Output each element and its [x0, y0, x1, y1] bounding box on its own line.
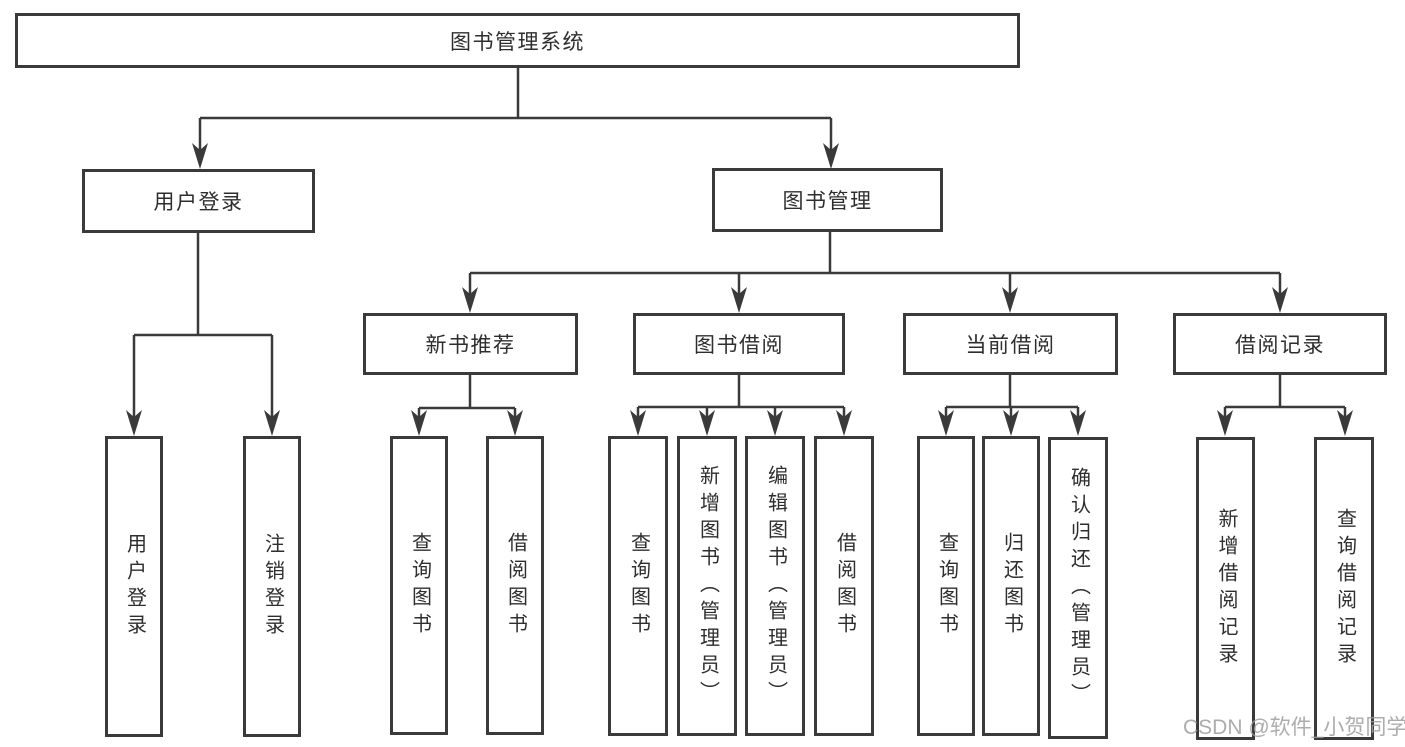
node-current-borrowing-label: 当前借阅	[965, 334, 1056, 357]
leaf-add-books-admin: 新增图书（管理员）	[677, 436, 737, 736]
leaf-borrow-books-recommend: 借阅图书	[486, 436, 544, 735]
leaf-return-books: 归还图书	[982, 436, 1040, 736]
node-library-system-label: 图书管理系统	[450, 30, 585, 54]
leaf-add-borrow-record-label: 新增借阅记录	[1215, 507, 1237, 670]
node-book-management: 图书管理	[712, 168, 943, 232]
leaf-query-books-borrowing: 查询图书	[608, 436, 668, 736]
leaf-borrow-books-recommend-label: 借阅图书	[504, 531, 527, 640]
leaf-add-books-admin-label: 新增图书（管理员）	[696, 464, 719, 708]
watermark-csdn: CSDN @软件_小贺同学	[1183, 716, 1405, 739]
leaf-confirm-return-admin: 确认归还（管理员）	[1048, 437, 1108, 739]
node-borrowing-records: 借阅记录	[1173, 313, 1387, 375]
leaf-query-borrow-record: 查询借阅记录	[1314, 437, 1374, 740]
node-current-borrowing: 当前借阅	[903, 313, 1118, 375]
leaf-query-books-current: 查询图书	[917, 436, 975, 736]
node-user-login-label: 用户登录	[153, 191, 244, 214]
leaf-logout-label: 注销登录	[261, 532, 284, 641]
node-library-system: 图书管理系统	[15, 13, 1020, 68]
leaf-edit-books-admin-label: 编辑图书（管理员）	[764, 464, 787, 708]
leaf-query-books-current-label: 查询图书	[935, 532, 958, 640]
leaf-query-books-recommend: 查询图书	[390, 436, 448, 735]
node-book-borrowing: 图书借阅	[633, 313, 845, 375]
leaf-query-books-recommend-label: 查询图书	[408, 531, 431, 640]
node-new-book-recommendation: 新书推荐	[363, 313, 578, 375]
leaf-user-login-label: 用户登录	[123, 532, 146, 641]
leaf-borrow-books-borrowing: 借阅图书	[814, 436, 874, 736]
node-new-book-recommendation-label: 新书推荐	[425, 334, 516, 357]
leaf-confirm-return-admin-label: 确认归还（管理员）	[1067, 466, 1090, 710]
node-borrowing-records-label: 借阅记录	[1235, 334, 1325, 357]
node-user-login: 用户登录	[82, 169, 315, 233]
leaf-logout: 注销登录	[243, 436, 301, 737]
leaf-query-books-borrowing-label: 查询图书	[627, 532, 650, 640]
leaf-return-books-label: 归还图书	[1000, 532, 1023, 640]
leaf-borrow-books-borrowing-label: 借阅图书	[833, 532, 856, 640]
leaf-add-borrow-record: 新增借阅记录	[1196, 437, 1255, 740]
leaf-edit-books-admin: 编辑图书（管理员）	[745, 436, 805, 736]
leaf-query-borrow-record-label: 查询借阅记录	[1333, 507, 1356, 670]
node-book-borrowing-label: 图书借阅	[694, 334, 784, 357]
leaf-user-login: 用户登录	[105, 436, 163, 737]
node-book-management-label: 图书管理	[782, 190, 873, 213]
